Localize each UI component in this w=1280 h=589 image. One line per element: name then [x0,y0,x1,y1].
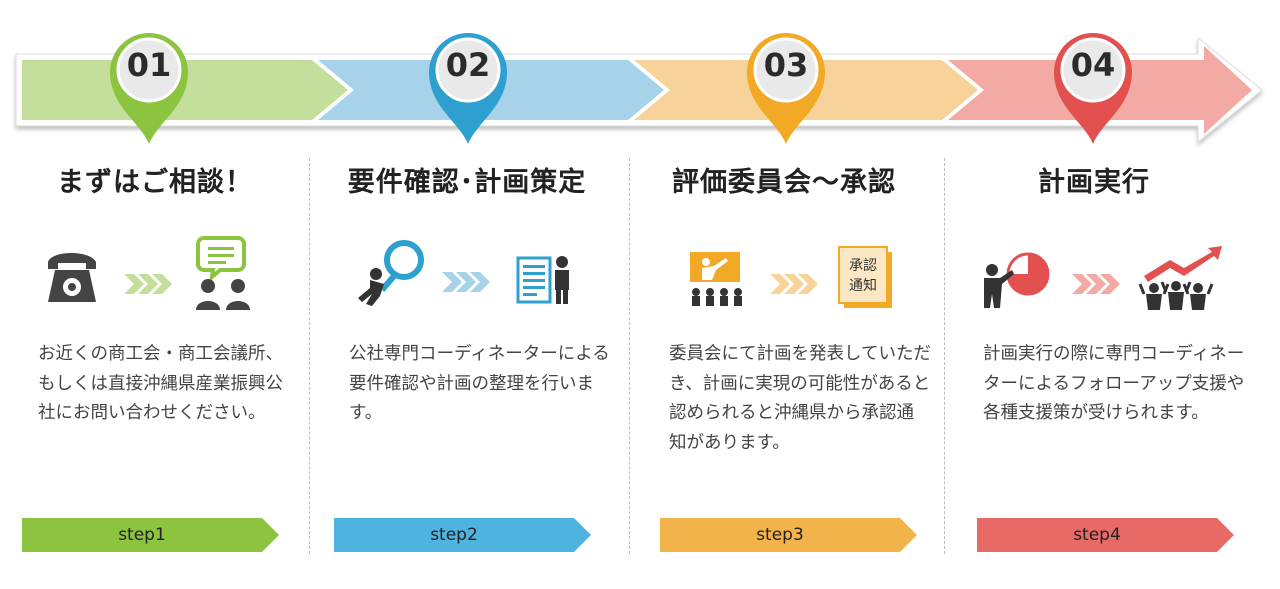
chevrons-icon [1072,274,1120,294]
step-description-3: 委員会にて計画を発表していただき、計画に実現の可能性があると認められると沖縄県か… [669,344,931,453]
step-bar-4: step4 [977,518,1235,552]
step-title-2: 要件確認･計画策定 [347,167,587,198]
chevrons-icon [442,272,490,292]
chevrons-icon [770,274,818,294]
magnifier-person-icon [358,240,424,306]
approval-notice-icon: 承認 通知 [838,246,892,308]
step-pin-4: 04 [1048,26,1138,146]
consultation-icon [196,236,250,310]
column-divider [944,158,945,554]
step-icons-4 [980,232,1250,312]
step-description-1: お近くの商工会・商工会議所、もしくは直接沖縄県産業振興公社にお問い合わせください… [38,344,283,423]
column-divider [309,158,310,554]
chevrons-icon [124,274,172,294]
telephone-icon [48,253,96,302]
step-pin-1: 01 [104,26,194,146]
step-description-2: 公社専門コーディネーターによる要件確認や計画の整理を行います。 [349,344,610,423]
team-growth-icon [1138,246,1222,310]
step-icons-3: 承認 通知 [684,232,954,312]
column-divider [629,158,630,554]
step-label: step2 [430,525,478,545]
band-segment-1 [22,60,348,120]
presentation-icon [690,252,742,306]
document-person-icon [516,256,569,304]
step-number: 04 [1070,46,1116,84]
step-number: 01 [126,46,172,84]
step-number: 03 [763,46,809,84]
step-bar-1: step1 [22,518,280,552]
step-description-4: 計画実行の際に専門コーディネーターによるフォローアップ支援や各種支援策が受けられ… [983,344,1245,423]
step-number: 02 [445,46,491,84]
step-bar-2: step2 [334,518,592,552]
step-label: step4 [1073,525,1121,545]
chart-presenter-icon [984,252,1050,308]
step-pin-2: 02 [423,26,513,146]
step-icons-1 [38,232,308,312]
step-title-3: 評価委員会～承認 [672,167,896,198]
step-label: step3 [756,525,804,545]
step-pin-3: 03 [741,26,831,146]
step-title-4: 計画実行 [1038,167,1150,198]
notice-text-1: 承認 [849,258,877,274]
step-icons-2 [352,232,622,312]
step-bar-3: step3 [660,518,918,552]
step-title-1: まずはご相談！ [57,167,253,198]
notice-text-2: 通知 [849,277,877,294]
step-label: step1 [118,525,166,545]
